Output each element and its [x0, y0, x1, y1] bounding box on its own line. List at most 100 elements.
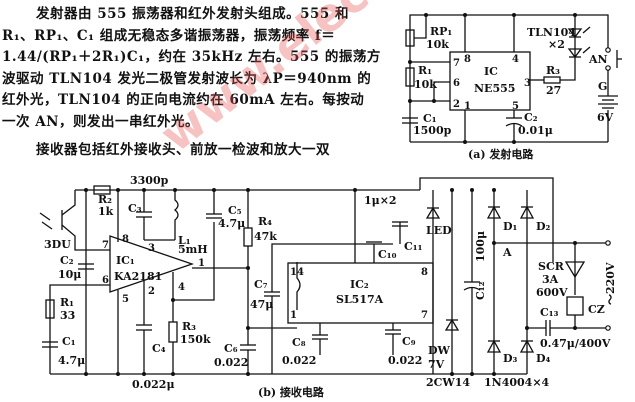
- receiver-caption: (b) 接收电路: [258, 385, 325, 399]
- ic1-model: KA2181: [114, 270, 162, 283]
- l1-label: L₁: [178, 234, 191, 247]
- r1-resistor: [405, 67, 415, 87]
- c12-value: 100μ: [474, 231, 487, 262]
- dw-label: DW: [428, 344, 451, 357]
- pin-label: 8: [464, 54, 471, 65]
- r4-resistor: [243, 227, 253, 247]
- c6-label: C₆: [224, 342, 238, 355]
- pin-label: 1: [198, 258, 205, 269]
- l1-value: 5mH: [178, 243, 208, 256]
- c8-label: C₈: [292, 336, 306, 349]
- diode-d2-icon: [519, 205, 535, 219]
- c6-value: 0.022: [214, 356, 248, 369]
- r1-label: R₁: [418, 64, 432, 77]
- pin-label: 3: [148, 243, 155, 254]
- r3-label: R₃: [546, 64, 560, 77]
- r4-value: 47k: [254, 230, 277, 243]
- c2-label: C₂: [524, 111, 538, 124]
- r3-value: 150k: [180, 333, 211, 346]
- r3-resistor: [168, 321, 178, 343]
- c5-label: C₅: [228, 204, 242, 217]
- pin-label: 1: [290, 310, 297, 321]
- para-line: 一次 AN，则发出一串红外光。: [2, 113, 200, 130]
- c7-value: 47μ: [250, 298, 273, 311]
- c11-label: C₁₁: [404, 240, 423, 253]
- mains-terminal: [605, 240, 611, 246]
- pin-label: 7: [421, 310, 428, 321]
- pin-label: 2: [453, 99, 460, 110]
- pin-label: 4: [512, 54, 519, 65]
- para-line: 接收器包括红外接收头、前放一检波和放大一双: [36, 141, 330, 158]
- pin-label: 4: [178, 282, 185, 293]
- cz-label: CZ: [588, 303, 605, 316]
- c4-value: 0.022μ: [132, 378, 175, 391]
- pin-label: 6: [102, 275, 109, 286]
- r4-label: R₄: [258, 215, 272, 228]
- ic1-label: IC₁: [116, 254, 135, 267]
- c2-label: C₂: [60, 254, 74, 267]
- pin-label: 7: [453, 58, 460, 69]
- d1-label: D₁: [503, 220, 518, 233]
- c9-label: C₉: [402, 335, 416, 348]
- diode-d3-icon: [486, 339, 502, 353]
- c5-value: 4.7μ: [218, 217, 245, 230]
- r3-value: 27: [546, 84, 561, 97]
- led-label: LED: [426, 224, 452, 237]
- battery-label: G: [598, 80, 607, 93]
- cz-socket-icon: [566, 296, 584, 316]
- c8-value: 0.022: [282, 354, 316, 367]
- c1-value: 4.7μ: [58, 354, 85, 367]
- battery-value: 6V: [597, 111, 614, 124]
- ic2-label: IC₂: [350, 278, 369, 291]
- pin-label: 8: [421, 267, 428, 278]
- c9-value: 0.022: [388, 354, 422, 367]
- pin-label: 8: [122, 234, 129, 245]
- ka2181-amplifier: [109, 235, 195, 293]
- r1-value: 10k: [414, 78, 437, 91]
- pin-label: 5: [122, 294, 129, 305]
- mains-terminal: [605, 325, 611, 331]
- rp1-value: 10k: [426, 38, 449, 51]
- ic-model: NE555: [474, 82, 515, 95]
- r2-label: R₂: [98, 193, 112, 206]
- transmitter-caption: (a) 发射电路: [468, 147, 534, 161]
- led-label: TLN104: [527, 26, 576, 39]
- para-line: R₁、RP₁、C₁ 组成无稳态多谐振荡器，振荡频率 f＝: [2, 27, 336, 44]
- dw-value: 7V: [428, 358, 445, 371]
- led-icon: [425, 206, 441, 219]
- scr-current: 3A: [542, 273, 559, 286]
- ic-label: IC: [484, 65, 498, 78]
- switch-label: AN: [588, 53, 608, 66]
- d4-label: D₄: [536, 352, 551, 365]
- zener-diode-icon: [444, 318, 460, 331]
- d2-label: D₂: [536, 220, 551, 233]
- pin-label: 1: [464, 101, 471, 112]
- pin-label: 3: [524, 78, 531, 89]
- r3-resistor: [543, 76, 561, 84]
- d3-label: D₃: [503, 352, 518, 365]
- diode-d1-icon: [486, 205, 502, 219]
- r2-resistor: [93, 185, 111, 195]
- para-line: 波驱动 TLN104 发光二极管发射波长为 λP＝940nm 的: [2, 70, 372, 87]
- ir-led-icon: [567, 28, 583, 39]
- mains-label: ～220V: [604, 262, 617, 305]
- pin-label: 2: [148, 286, 155, 297]
- l1-inductor: [173, 190, 179, 240]
- scr-triac-icon: [564, 261, 586, 279]
- diode-d4-icon: [519, 339, 535, 353]
- para-line: 1.44/(RP₁＋2R₁)C₁，约在 35kHz 左右。555 的振荡方: [2, 49, 381, 66]
- r1-resistor: [45, 299, 55, 319]
- c7-label: C₇: [254, 278, 268, 291]
- pin-label: 14: [290, 267, 304, 278]
- c3-value: 3300p: [130, 174, 169, 187]
- c4-label: C₄: [152, 342, 166, 355]
- led-count: ×2: [548, 38, 565, 51]
- c13-label: C₁₃: [540, 306, 559, 319]
- phototransistor-label: 3DU: [44, 238, 71, 251]
- r1-value: 33: [60, 309, 75, 322]
- c1-label: C₁: [423, 112, 437, 125]
- dw-model: 2CW14: [426, 376, 470, 389]
- pin-label: 7: [102, 240, 109, 251]
- ir-led-icon: [567, 48, 583, 59]
